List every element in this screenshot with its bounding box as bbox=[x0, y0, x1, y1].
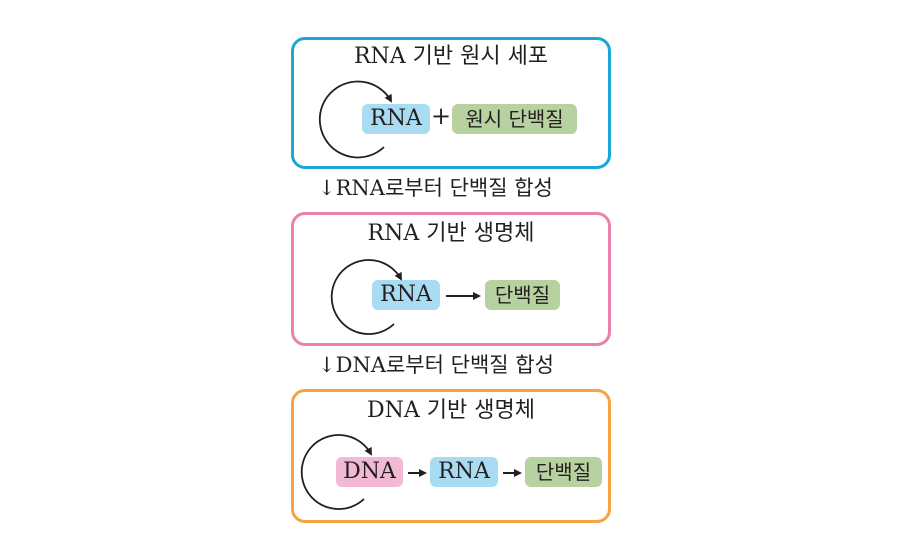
replication-cycle-arrow bbox=[330, 259, 402, 335]
primitive-protein-chip: 원시 단백질 bbox=[452, 104, 577, 134]
protein-chip: 단백질 bbox=[485, 280, 560, 310]
transition-1-label: RNA로부터 단백질 합성 bbox=[335, 176, 553, 200]
replication-cycle-arrow bbox=[300, 434, 372, 510]
transition-1: ↓RNA로부터 단백질 합성 bbox=[318, 172, 553, 202]
stage-1-title: RNA 기반 원시 세포 bbox=[353, 44, 549, 69]
stage-3-box bbox=[291, 389, 611, 523]
transition-2: ↓DNA로부터 단백질 합성 bbox=[318, 349, 554, 379]
stage-2-title: RNA 기반 생명체 bbox=[367, 221, 535, 246]
transition-2-label: DNA로부터 단백질 합성 bbox=[335, 353, 554, 377]
protein-chip: 단백질 bbox=[525, 457, 602, 487]
stage-1-box bbox=[291, 37, 611, 169]
stage-2-box bbox=[291, 212, 611, 346]
down-arrow-icon: ↓ bbox=[318, 176, 336, 200]
dna-chip: DNA bbox=[336, 457, 403, 487]
down-arrow-icon: ↓ bbox=[318, 353, 336, 377]
stage-3-title: DNA 기반 생명체 bbox=[367, 398, 535, 423]
rna-chip: RNA bbox=[362, 104, 430, 134]
replication-cycle-arrow bbox=[318, 80, 392, 159]
rna-chip: RNA bbox=[430, 457, 498, 487]
plus-sign: + bbox=[431, 102, 452, 130]
rna-chip: RNA bbox=[372, 280, 440, 310]
